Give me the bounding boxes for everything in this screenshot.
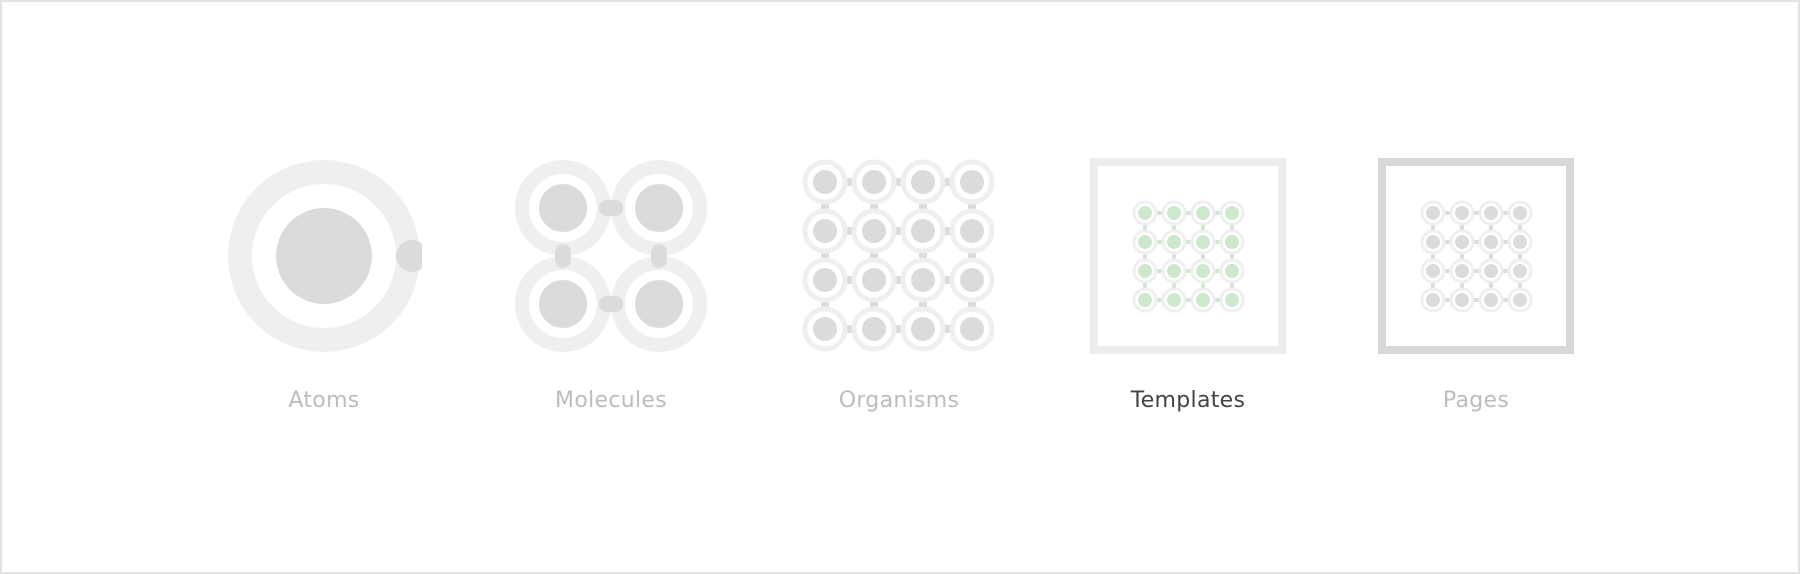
organism-icon (802, 159, 995, 352)
template-icon (1090, 158, 1286, 354)
step-organisms[interactable]: Organisms (801, 158, 997, 413)
step-pages[interactable]: Pages (1378, 158, 1574, 413)
molecule-icon (515, 160, 707, 352)
step-label-atoms: Atoms (288, 388, 360, 413)
step-label-molecules: Molecules (555, 388, 667, 413)
step-molecules[interactable]: Molecules (513, 158, 709, 413)
step-label-pages: Pages (1442, 388, 1510, 413)
step-label-templates: Templates (1130, 388, 1246, 413)
step-label-organisms: Organisms (838, 388, 960, 413)
step-templates[interactable]: Templates (1090, 158, 1286, 413)
atom-icon (228, 160, 422, 352)
page-icon (1378, 158, 1574, 354)
step-atoms[interactable]: Atoms (226, 158, 422, 413)
